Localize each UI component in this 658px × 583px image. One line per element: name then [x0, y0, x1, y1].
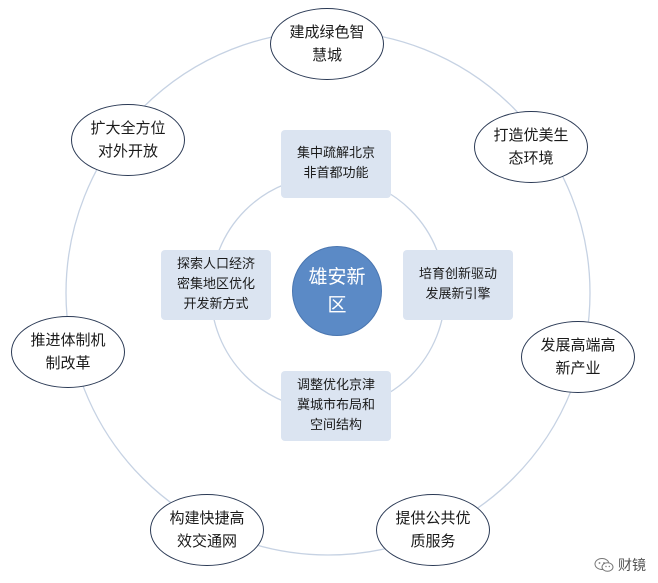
watermark: 财镜: [594, 555, 646, 575]
outer-node-right: 发展高端高新产业: [521, 321, 635, 393]
inner-box-south: 调整优化京津冀城市布局和空间结构: [281, 371, 391, 441]
inner-box-label: 调整优化京津冀城市布局和空间结构: [296, 378, 375, 433]
outer-node-label: 构建快捷高效交通网: [169, 509, 245, 550]
outer-node-upper-right: 打造优美生态环境: [474, 111, 588, 183]
outer-node-top: 建成绿色智慧城: [270, 8, 384, 80]
outer-node-lower-left: 构建快捷高效交通网: [150, 494, 264, 566]
center-label: 雄安新区: [308, 266, 366, 316]
inner-box-east: 培育创新驱动发展新引擎: [403, 250, 513, 320]
outer-node-label: 建成绿色智慧城: [289, 23, 365, 64]
outer-node-label: 扩大全方位对外开放: [90, 119, 166, 160]
outer-node-label: 打造优美生态环境: [493, 126, 569, 167]
outer-node-label: 推进体制机制改革: [30, 331, 106, 372]
center-node: 雄安新区: [292, 246, 382, 336]
wechat-icon: [594, 558, 614, 572]
inner-box-west: 探索人口经济密集地区优化开发新方式: [161, 250, 271, 320]
inner-box-north: 集中疏解北京非首都功能: [281, 130, 391, 198]
inner-box-label: 培育创新驱动发展新引擎: [418, 267, 497, 302]
outer-node-upper-left: 扩大全方位对外开放: [71, 104, 185, 176]
outer-node-lower-right: 提供公共优质服务: [376, 494, 490, 566]
outer-node-label: 发展高端高新产业: [540, 336, 616, 377]
inner-box-label: 探索人口经济密集地区优化开发新方式: [176, 257, 255, 312]
outer-node-label: 提供公共优质服务: [395, 509, 471, 550]
watermark-text: 财镜: [618, 558, 646, 574]
inner-box-label: 集中疏解北京非首都功能: [296, 146, 375, 181]
outer-node-left: 推进体制机制改革: [11, 316, 125, 388]
